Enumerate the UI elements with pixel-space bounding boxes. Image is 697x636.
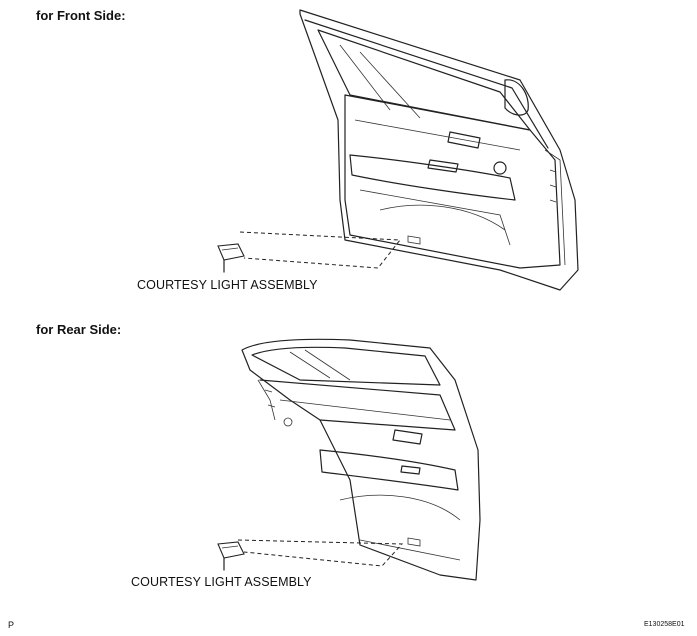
page-mark: P xyxy=(8,620,15,630)
rear-door-drawing xyxy=(217,338,481,581)
front-courtesy-light-label: COURTESY LIGHT ASSEMBLY xyxy=(137,278,318,292)
rear-side-heading: for Rear Side: xyxy=(36,322,122,337)
rear-courtesy-light-label: COURTESY LIGHT ASSEMBLY xyxy=(131,575,312,589)
front-door-drawing xyxy=(217,9,579,291)
figure-code: E130258E01 xyxy=(644,621,685,628)
front-side-heading: for Front Side: xyxy=(36,8,126,23)
